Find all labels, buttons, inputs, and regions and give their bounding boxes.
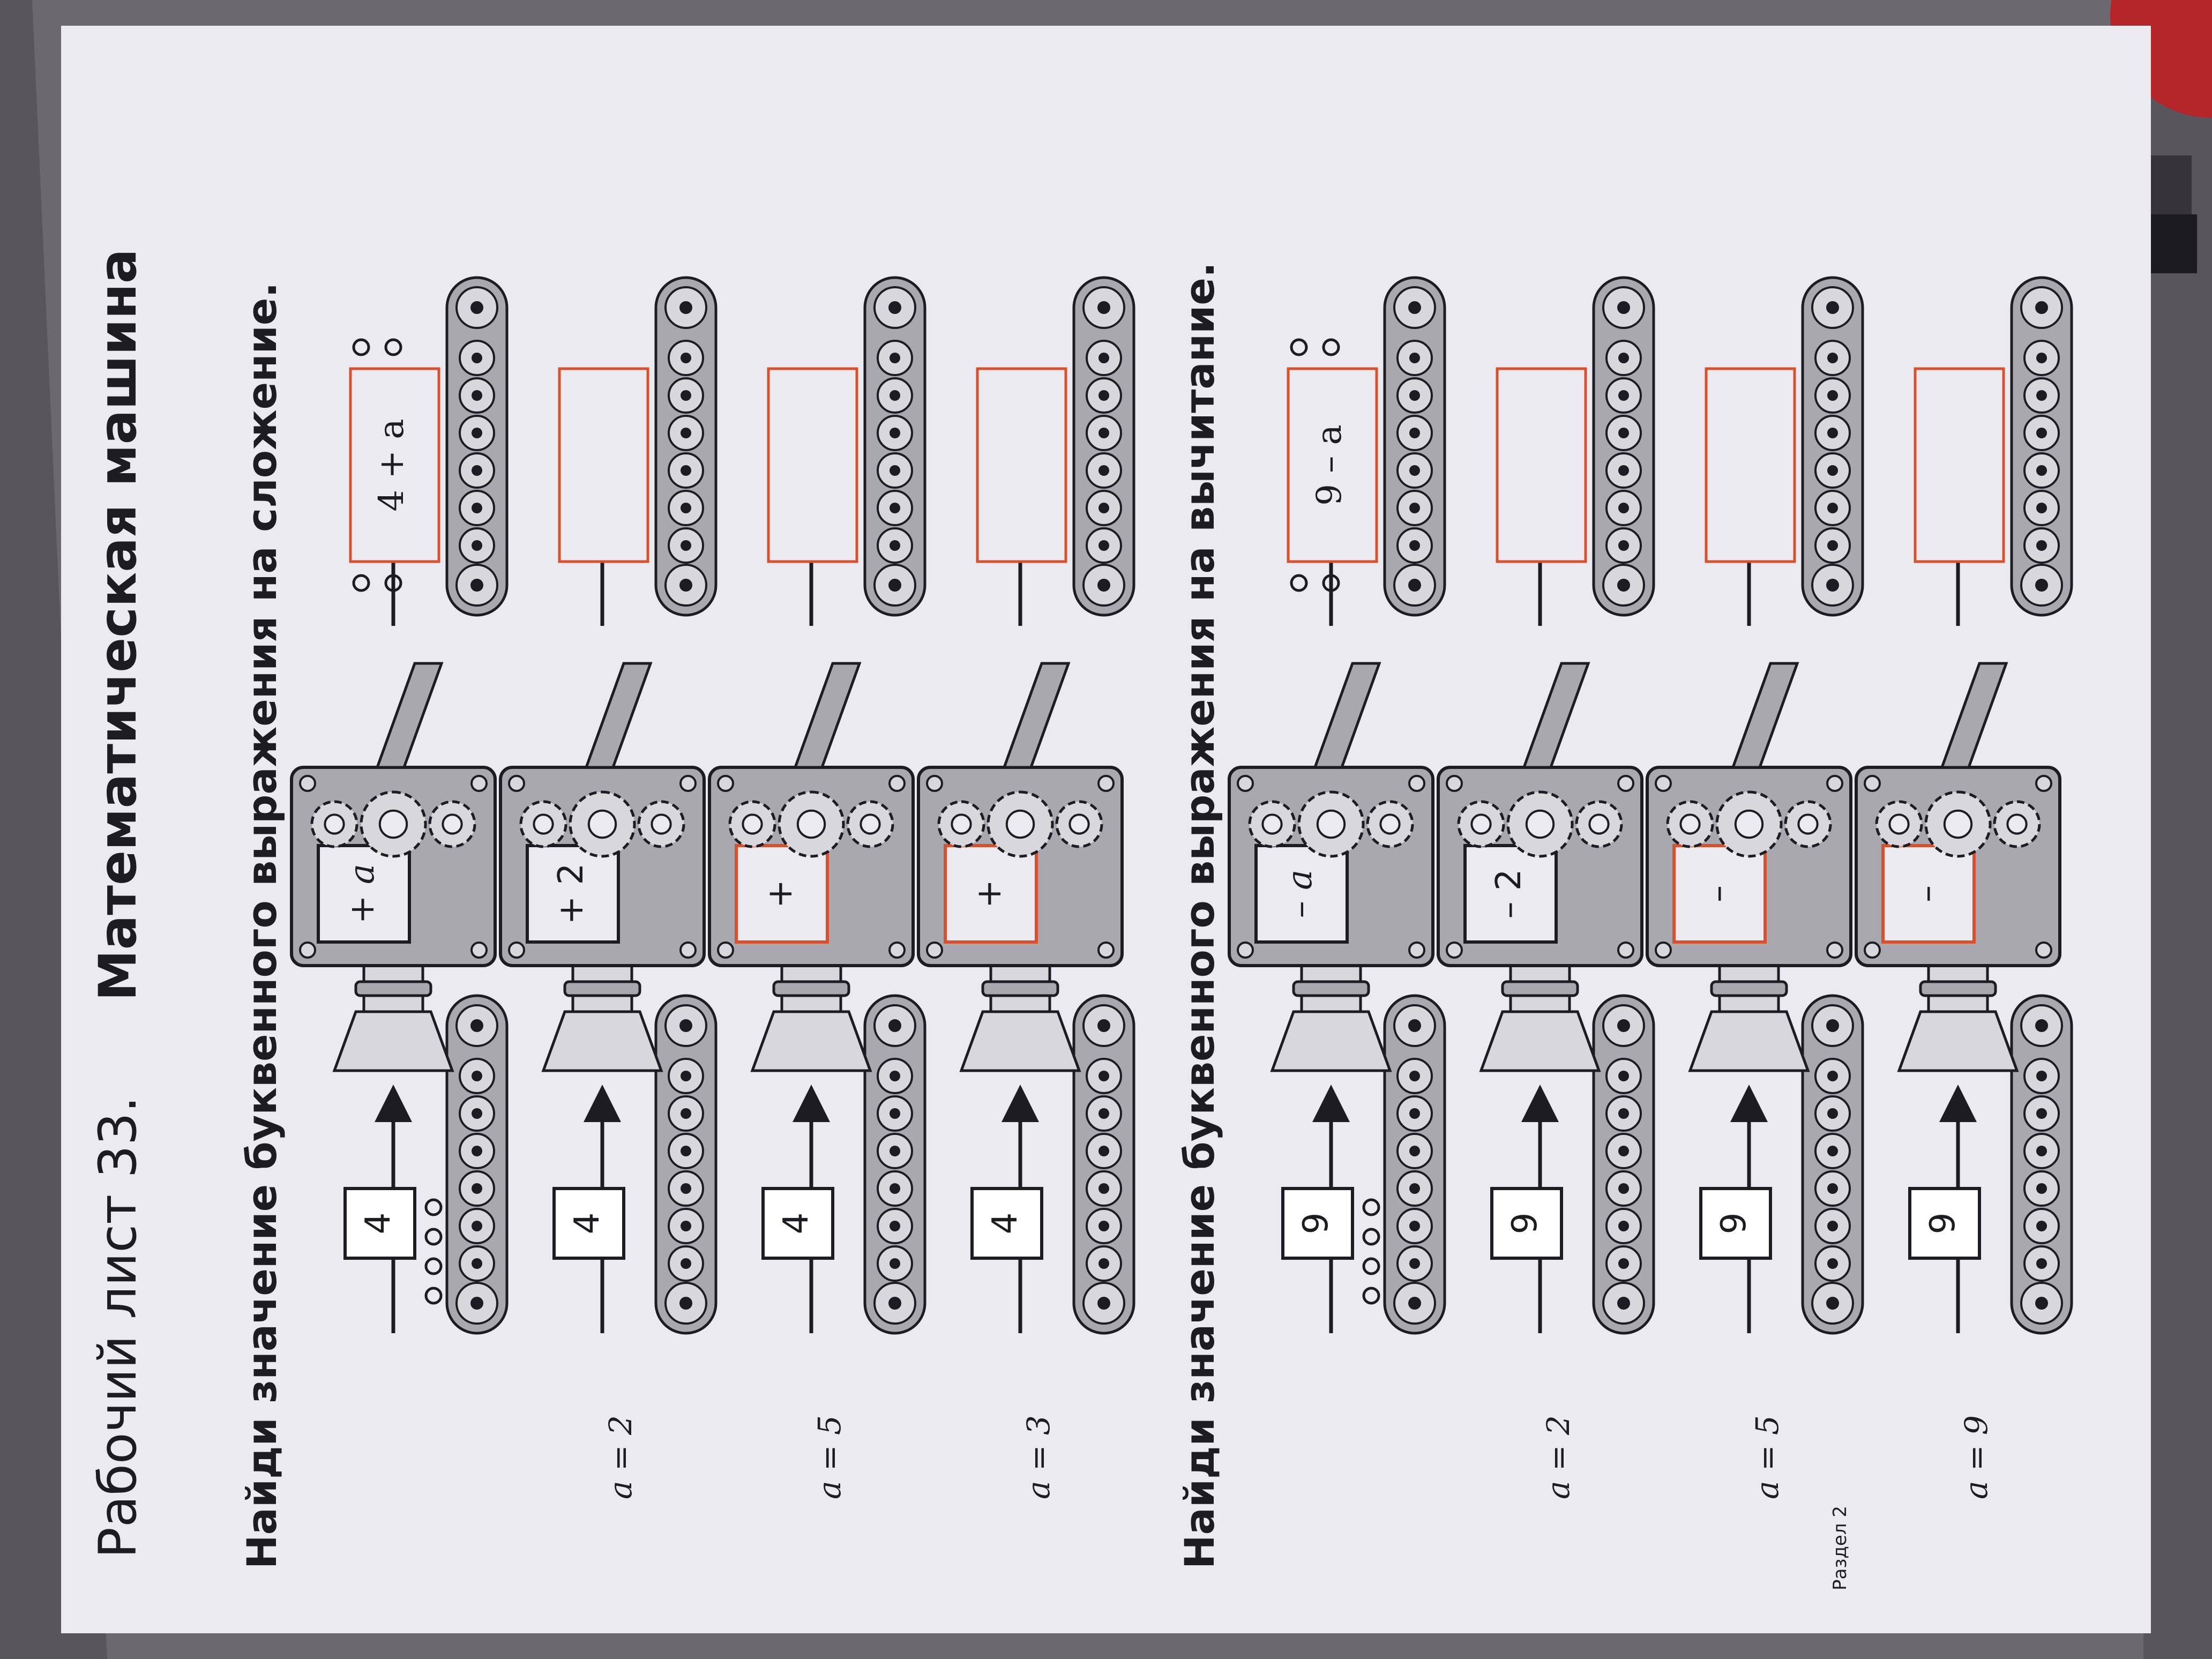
belt-icon (1803, 278, 1863, 615)
sub-row-2-operation: – (1698, 885, 1738, 902)
belt-icon (1594, 278, 1654, 615)
sub-row-2-input-value: 9 (1714, 1212, 1754, 1235)
sub-row-3-input-value: 9 (1923, 1212, 1963, 1235)
add-row-2-operation: + (760, 879, 800, 908)
belt-icon (2012, 996, 2072, 1333)
add-row-1-operation: + 2 (551, 863, 591, 925)
machine-icon (708, 662, 915, 1072)
sheet-graphics (61, 26, 2151, 1633)
belt-icon (1803, 996, 1863, 1333)
belt-icon (865, 996, 925, 1333)
machine-icon (1855, 662, 2061, 1072)
machine-icon (499, 662, 706, 1072)
sub-row-2-label: a = 5 (1749, 1415, 1785, 1499)
add-row-2-input-value: 4 (776, 1212, 816, 1235)
instruction-add: Найди значение буквенного выражения на с… (238, 282, 286, 1569)
add-row-3-label: a = 3 (1020, 1415, 1057, 1499)
worksheet-sheet: Рабочий лист 33. Математическая машина Най… (61, 26, 2151, 1633)
add-row-3 (917, 278, 1134, 1333)
belt-icon (1074, 278, 1134, 615)
belt-icon (447, 996, 507, 1333)
belt-icon (656, 996, 716, 1333)
sub-row-2 (1646, 278, 1863, 1333)
footer-section: Раздел 2 (1829, 1505, 1851, 1590)
machine-icon (1646, 662, 1852, 1072)
add-row-1-input-value: 4 (567, 1212, 607, 1235)
add-row-0 (290, 278, 507, 1333)
sub-row-3-label: a = 9 (1958, 1415, 1994, 1499)
machine-icon (1437, 662, 1643, 1072)
add-row-1-label: a = 2 (602, 1415, 639, 1499)
belt-icon (1074, 996, 1134, 1333)
add-row-0-input-value: 4 (358, 1212, 398, 1235)
sub-row-0 (1228, 278, 1445, 1333)
instruction-sub: Найди значение буквенного выражения на в… (1176, 262, 1223, 1569)
sub-row-1-operation: – 2 (1489, 869, 1529, 919)
add-row-0-operation: + a (342, 863, 382, 924)
belt-icon (1594, 996, 1654, 1333)
sub-row-1 (1437, 278, 1654, 1333)
machine-icon (917, 662, 1124, 1072)
add-row-3-operation: + (969, 879, 1009, 908)
sub-row-1-label: a = 2 (1540, 1415, 1576, 1499)
sub-row-3-operation: – (1907, 885, 1947, 902)
sub-row-0-operation: – a (1280, 869, 1320, 918)
sub-row-0-input-value: 9 (1296, 1212, 1336, 1235)
machine-icon (290, 662, 497, 1072)
sub-row-1-input-value: 9 (1505, 1212, 1545, 1235)
machine-icon (1228, 662, 1434, 1072)
sub-row-0-result-box: 9 – a (1310, 424, 1349, 506)
add-row-1 (499, 278, 716, 1333)
add-row-2-label: a = 5 (811, 1415, 848, 1499)
belt-icon (865, 278, 925, 615)
belt-icon (2012, 278, 2072, 615)
title-prefix: Рабочий лист 33. (88, 1096, 148, 1558)
sub-row-3 (1855, 278, 2072, 1333)
belt-icon (1385, 278, 1445, 615)
belt-icon (447, 278, 507, 615)
add-row-3-input-value: 4 (985, 1212, 1025, 1235)
belt-icon (1385, 996, 1445, 1333)
belt-icon (656, 278, 716, 615)
page-title: Математическая машина (88, 249, 148, 1001)
add-row-0-result-box: 4 + a (372, 419, 412, 512)
add-row-2 (708, 278, 925, 1333)
